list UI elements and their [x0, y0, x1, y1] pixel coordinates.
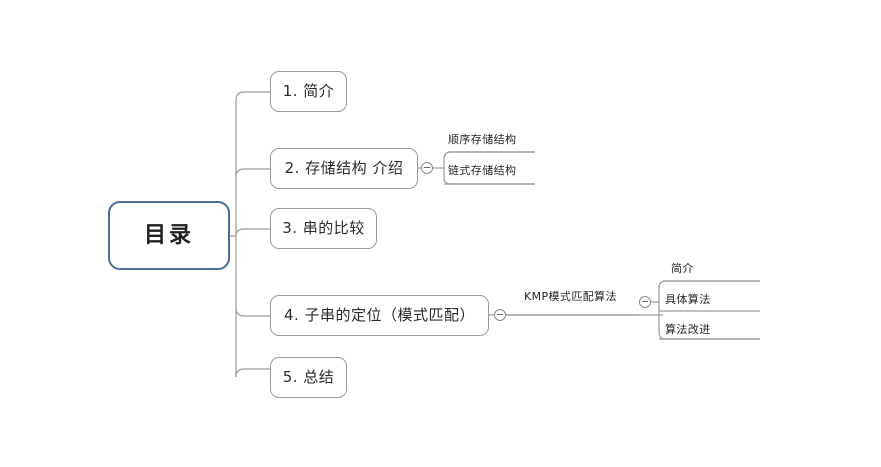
branch-node-2-label: 2. 存储结构 介绍 [284, 159, 404, 177]
trunk-to-branch-5 [235, 368, 270, 378]
branch-node-4[interactable]: 4. 子串的定位（模式匹配） [270, 295, 489, 336]
leaf-node-kmp-intro[interactable]: 简介 [671, 262, 694, 275]
collapse-minus-icon-kmp[interactable] [639, 296, 651, 308]
branch-node-5[interactable]: 5. 总结 [270, 357, 347, 398]
leaf-node-kmp-algorithm[interactable]: KMP模式匹配算法 [524, 290, 617, 303]
collapse-minus-icon-branch-4[interactable] [494, 309, 506, 321]
branch-node-5-label: 5. 总结 [282, 368, 335, 386]
branch-node-1-label: 1. 简介 [282, 82, 335, 100]
trunk-to-branch-1 [235, 91, 270, 101]
leaf-node-kmp-improvement[interactable]: 算法改进 [665, 323, 711, 336]
branch-node-3-label: 3. 串的比较 [282, 219, 365, 237]
branch-node-1[interactable]: 1. 简介 [270, 71, 347, 112]
trunk-to-branch-4 [235, 307, 270, 317]
leaf-node-kmp-concrete-algorithm[interactable]: 具体算法 [665, 293, 711, 306]
trunk-to-branch-3 [235, 228, 270, 237]
collapse-minus-icon-branch-2[interactable] [421, 162, 433, 174]
trunk-to-branch-2 [235, 168, 270, 178]
branch-node-3[interactable]: 3. 串的比较 [270, 208, 377, 249]
root-node-label: 目录 [143, 222, 194, 248]
branch-node-4-label: 4. 子串的定位（模式匹配） [283, 306, 476, 324]
root-node[interactable]: 目录 [108, 201, 230, 270]
branch-node-2[interactable]: 2. 存储结构 介绍 [270, 148, 418, 189]
leaf-node-sequential-storage[interactable]: 顺序存储结构 [448, 133, 517, 146]
leaf-node-linked-storage[interactable]: 链式存储结构 [448, 164, 517, 177]
